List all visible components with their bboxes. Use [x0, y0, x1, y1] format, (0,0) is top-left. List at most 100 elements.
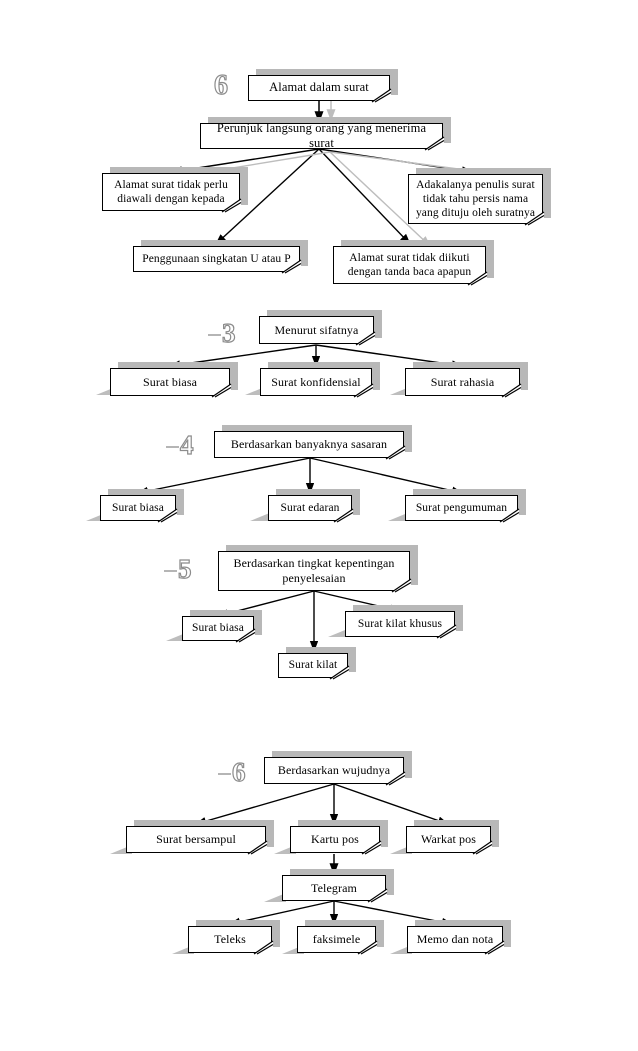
node-surat-biasa-s5[interactable]: Surat biasa	[182, 610, 262, 643]
node-alamat-dalam-surat[interactable]: Alamat dalam surat	[248, 69, 398, 103]
node-surat-edaran[interactable]: Surat edaran	[268, 489, 360, 523]
shadow-wedge	[282, 945, 304, 954]
connector-s6-root-to-row	[194, 783, 450, 826]
node-body: Penggunaan singkatan U atau P	[133, 246, 300, 272]
node-berdasarkan-wujudnya[interactable]: Berdasarkan wujudnya	[264, 751, 412, 786]
node-label: Berdasarkan banyaknya sasaran	[230, 437, 388, 452]
node-menurut-sifatnya[interactable]: Menurut sifatnya	[259, 310, 382, 346]
node-body: Surat biasa	[182, 616, 254, 641]
shadow-wedge	[110, 845, 132, 854]
node-body: Alamat dalam surat	[248, 75, 390, 101]
node-label: Penggunaan singkatan U atau P	[142, 252, 291, 265]
node-body: Perunjuk langsung orang yang menerima su…	[200, 120, 443, 150]
node-label: Warkat pos	[420, 832, 477, 847]
node-label: faksimele	[312, 932, 361, 947]
folded-corner-icon	[367, 888, 388, 903]
node-label: Surat biasa	[142, 374, 198, 389]
shadow-wedge	[274, 845, 296, 854]
section-marker-5: 5	[164, 553, 192, 585]
marker-glyph: 6	[213, 69, 228, 101]
node-label: Perunjuk langsung orang yang menerima su…	[216, 120, 427, 150]
node-label: Teleks	[214, 932, 246, 947]
folded-corner-icon	[253, 940, 274, 955]
folded-corner-icon	[281, 259, 302, 274]
folded-corner-icon	[472, 840, 493, 855]
folded-corner-icon	[333, 508, 354, 523]
node-body: faksimele	[297, 926, 376, 953]
marker-tick	[166, 445, 179, 448]
node-surat-pengumuman[interactable]: Surat pengumuman	[405, 489, 526, 523]
node-body: Surat biasa	[100, 495, 176, 521]
shadow-wedge	[245, 386, 267, 395]
shadow-wedge	[86, 512, 108, 521]
node-label: Surat pengumuman	[415, 501, 508, 514]
folded-corner-icon	[436, 624, 457, 639]
node-body: Surat edaran	[268, 495, 352, 521]
section-marker-6-bottom: 6	[218, 756, 246, 788]
node-penggunaan-singkatan[interactable]: Penggunaan singkatan U atau P	[133, 240, 308, 274]
marker-glyph: 5	[177, 553, 192, 584]
node-label: Surat rahasia	[430, 374, 495, 389]
folded-corner-icon	[247, 840, 268, 855]
marker-tick	[208, 333, 221, 336]
connector-s4	[136, 457, 464, 496]
folded-corner-icon	[484, 940, 505, 955]
node-label: Surat kilat khusus	[357, 617, 443, 630]
node-body: Surat rahasia	[405, 368, 520, 396]
node-berdasarkan-banyaknya-sasaran[interactable]: Berdasarkan banyaknya sasaran	[214, 425, 412, 460]
node-label: Menurut sifatnya	[274, 322, 359, 337]
folded-corner-icon	[371, 88, 392, 103]
node-surat-biasa-s3[interactable]: Surat biasa	[110, 362, 238, 398]
node-perunjuk-langsung[interactable]: Perunjuk langsung orang yang menerima su…	[200, 117, 451, 151]
folded-corner-icon	[235, 628, 256, 643]
section-marker-4: 4	[166, 429, 194, 461]
node-label: Telegram	[311, 880, 357, 895]
node-body: Memo dan nota	[407, 926, 503, 953]
node-body: Surat kilat khusus	[345, 611, 455, 637]
node-label: Surat biasa	[192, 622, 244, 635]
node-body: Menurut sifatnya	[259, 316, 374, 344]
node-surat-biasa-s4[interactable]: Surat biasa	[100, 489, 184, 523]
shadow-wedge	[390, 945, 412, 954]
node-label: Memo dan nota	[416, 932, 494, 947]
node-memo-dan-nota[interactable]: Memo dan nota	[407, 920, 511, 955]
node-surat-kilat[interactable]: Surat kilat	[278, 647, 356, 680]
shadow-wedge	[250, 512, 272, 521]
node-body: Surat kilat	[278, 653, 348, 678]
node-telegram[interactable]: Telegram	[282, 869, 394, 903]
node-label: Alamat dalam surat	[269, 80, 369, 95]
folded-corner-icon	[391, 578, 412, 593]
section-marker-6-top: 6	[213, 69, 228, 102]
folded-corner-icon	[157, 508, 178, 523]
folded-corner-icon	[385, 771, 406, 786]
node-teleks[interactable]: Teleks	[188, 920, 280, 955]
node-surat-kilat-khusus[interactable]: Surat kilat khusus	[345, 605, 463, 639]
node-body: Surat konfidensial	[260, 368, 372, 396]
marker-tick	[164, 569, 177, 572]
node-label: Surat biasa	[112, 501, 164, 514]
node-surat-bersampul[interactable]: Surat bersampul	[126, 820, 274, 855]
node-warkat-pos[interactable]: Warkat pos	[406, 820, 499, 855]
folded-corner-icon	[499, 508, 520, 523]
node-surat-konfidensial[interactable]: Surat konfidensial	[260, 362, 380, 398]
node-body: Berdasarkan banyaknya sasaran	[214, 431, 404, 458]
node-kartu-pos[interactable]: Kartu pos	[290, 820, 388, 855]
node-faksimele[interactable]: faksimele	[297, 920, 384, 955]
node-surat-rahasia[interactable]: Surat rahasia	[405, 362, 528, 398]
folded-corner-icon	[361, 840, 382, 855]
folded-corner-icon	[357, 940, 378, 955]
section-marker-3: 3	[208, 317, 236, 349]
node-label: Surat edaran	[280, 501, 340, 514]
marker-tick	[218, 772, 231, 775]
